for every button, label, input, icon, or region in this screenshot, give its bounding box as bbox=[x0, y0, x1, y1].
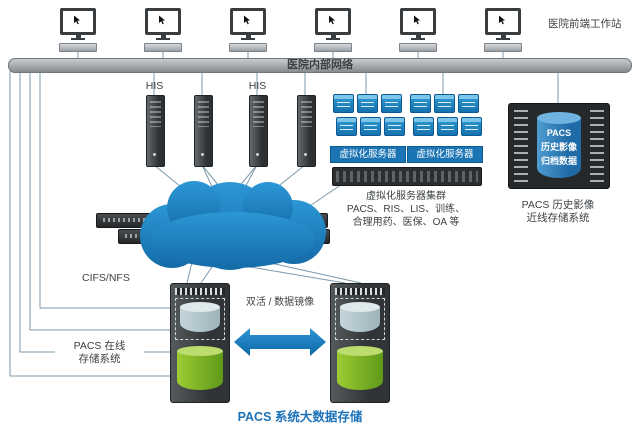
nearline-caption-line1: PACS 历史影像 bbox=[521, 199, 595, 211]
page-title: PACS 系统大数据存储 bbox=[237, 410, 363, 424]
keyboard-icon bbox=[59, 43, 97, 52]
server-cube-icon bbox=[461, 117, 482, 136]
keyboard-icon bbox=[144, 43, 182, 52]
mirror-arrow-icon bbox=[234, 328, 326, 356]
online-caption-line2: 存储系统 bbox=[78, 353, 121, 365]
cursor-icon bbox=[329, 15, 335, 25]
workstation-icon bbox=[399, 8, 437, 52]
teal-disk-cylinder-icon bbox=[340, 302, 380, 332]
server-cube-icon bbox=[333, 94, 354, 113]
rack-icon bbox=[332, 167, 482, 186]
network-bus-label: 医院内部网络 bbox=[287, 59, 353, 71]
tower-server-icon bbox=[249, 95, 268, 167]
cluster-caption: 虚拟化服务器集群 PACS、RIS、LIS、训练、 合理用药、医保、OA 等 bbox=[328, 190, 484, 229]
tower-server-icon bbox=[146, 95, 165, 167]
monitor-icon bbox=[400, 8, 436, 35]
dashed-zone bbox=[175, 298, 225, 340]
server-cube-icon bbox=[437, 117, 458, 136]
keyboard-icon bbox=[229, 43, 267, 52]
monitor-icon bbox=[145, 8, 181, 35]
dashed-zone bbox=[335, 298, 385, 340]
keyboard-icon bbox=[399, 43, 437, 52]
his-label: HIS bbox=[248, 80, 267, 92]
cursor-icon bbox=[74, 15, 80, 25]
nearline-disk-line2: 历史影像 bbox=[540, 142, 577, 152]
workstation-caption: 医院前端工作站 bbox=[548, 18, 622, 30]
storage-array-icon: PACS 历史影像 归档数据 bbox=[508, 103, 610, 189]
online-storage-server-icon bbox=[170, 283, 230, 403]
server-cube-icon bbox=[381, 94, 402, 113]
cursor-icon bbox=[414, 15, 420, 25]
server-cube-icon bbox=[410, 94, 431, 113]
nearline-caption-line2: 近线存储系统 bbox=[526, 212, 590, 224]
online-caption-line1: PACS 在线 bbox=[73, 340, 126, 352]
nearline-caption: PACS 历史影像 近线存储系统 bbox=[506, 199, 610, 225]
server-cube-icon bbox=[458, 94, 479, 113]
nearline-disk-line1: PACS bbox=[546, 128, 572, 138]
online-caption: PACS 在线 存储系统 bbox=[55, 340, 144, 366]
protocol-label: CIFS/NFS bbox=[80, 272, 132, 285]
virtualization-banner-right: 虚拟化服务器 bbox=[407, 146, 483, 163]
monitor-icon bbox=[485, 8, 521, 35]
cluster-title: 虚拟化服务器集群 bbox=[366, 191, 446, 202]
server-cube-icon bbox=[413, 117, 434, 136]
online-storage-server-icon bbox=[330, 283, 390, 403]
tower-server-icon bbox=[297, 95, 316, 167]
monitor-icon bbox=[60, 8, 96, 35]
drive-led-strip bbox=[335, 288, 385, 295]
nearline-disk-labels: PACS 历史影像 归档数据 bbox=[537, 126, 581, 168]
keyboard-icon bbox=[314, 43, 352, 52]
workstation-icon bbox=[59, 8, 97, 52]
cursor-icon bbox=[159, 15, 165, 25]
server-cube-icon bbox=[434, 94, 455, 113]
cluster-line2: 合理用药、医保、OA 等 bbox=[352, 217, 460, 228]
server-cube-icon bbox=[357, 94, 378, 113]
workstation-icon bbox=[314, 8, 352, 52]
his-label: HIS bbox=[145, 80, 164, 92]
keyboard-icon bbox=[484, 43, 522, 52]
cloud-icon bbox=[140, 181, 326, 270]
green-disk-cylinder-icon bbox=[177, 346, 223, 390]
server-cube-icon bbox=[384, 117, 405, 136]
virtualization-banner-left: 虚拟化服务器 bbox=[330, 146, 406, 163]
monitor-icon bbox=[315, 8, 351, 35]
workstation-icon bbox=[144, 8, 182, 52]
teal-disk-cylinder-icon bbox=[180, 302, 220, 332]
network-bus: 医院内部网络 bbox=[8, 58, 632, 73]
cluster-line1: PACS、RIS、LIS、训练、 bbox=[346, 204, 466, 215]
disk-cylinder-icon: PACS 历史影像 归档数据 bbox=[537, 112, 581, 178]
green-disk-cylinder-icon bbox=[337, 346, 383, 390]
nearline-disk-line3: 归档数据 bbox=[540, 156, 577, 166]
mirror-label: 双活 / 数据镜像 bbox=[245, 297, 315, 308]
tower-server-icon bbox=[194, 95, 213, 167]
server-cube-icon bbox=[360, 117, 381, 136]
workstation-icon bbox=[484, 8, 522, 52]
drive-led-strip bbox=[175, 288, 225, 295]
monitor-icon bbox=[230, 8, 266, 35]
workstation-icon bbox=[229, 8, 267, 52]
server-cube-icon bbox=[336, 117, 357, 136]
cursor-icon bbox=[499, 15, 505, 25]
cursor-icon bbox=[244, 15, 250, 25]
